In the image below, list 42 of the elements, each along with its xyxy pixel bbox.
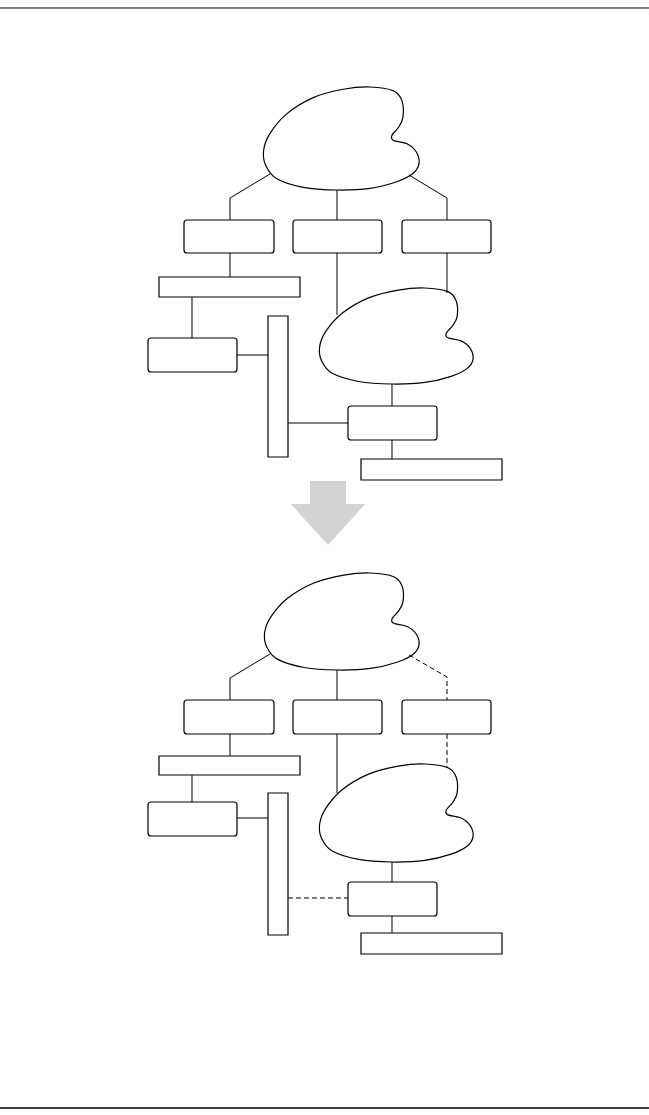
rounded-box <box>401 699 492 735</box>
connector-line <box>191 774 193 803</box>
connector-line <box>287 422 349 424</box>
connector-line <box>336 189 338 221</box>
connector-line <box>391 383 393 407</box>
connector-line <box>191 296 193 339</box>
dashed-connector <box>446 733 448 769</box>
connector-line <box>229 173 271 221</box>
connector-line <box>336 252 338 316</box>
rounded-box <box>183 699 275 735</box>
connector-line <box>336 733 338 794</box>
blob-shape <box>318 287 474 385</box>
connector-line <box>229 252 231 278</box>
rounded-box <box>147 801 238 837</box>
rounded-box <box>147 337 238 373</box>
rectangle-bar <box>360 458 503 481</box>
connector-line <box>391 861 393 883</box>
blob-shape <box>263 572 420 671</box>
rounded-box <box>292 219 383 254</box>
connector-line <box>446 252 448 294</box>
connector-line <box>236 354 269 356</box>
rectangle-bar <box>360 932 503 955</box>
rectangle-bar <box>267 792 289 936</box>
connector-line <box>391 439 393 460</box>
rounded-box <box>292 699 383 735</box>
rectangle-bar <box>158 276 301 298</box>
connector-line <box>229 733 231 757</box>
connector-line <box>336 669 338 701</box>
connector-line <box>236 817 269 819</box>
blob-shape <box>318 763 474 863</box>
rounded-box <box>183 219 275 254</box>
connector-line <box>408 174 448 221</box>
rounded-box <box>347 881 438 917</box>
blob-shape <box>262 86 420 191</box>
rounded-box <box>347 405 438 441</box>
rectangle-bar <box>158 755 301 776</box>
rectangle-bar <box>267 315 289 458</box>
rounded-box <box>401 219 492 254</box>
connector-line <box>391 915 393 934</box>
dashed-connector <box>408 654 448 701</box>
connector-line <box>229 653 271 701</box>
dashed-connector <box>287 897 349 899</box>
